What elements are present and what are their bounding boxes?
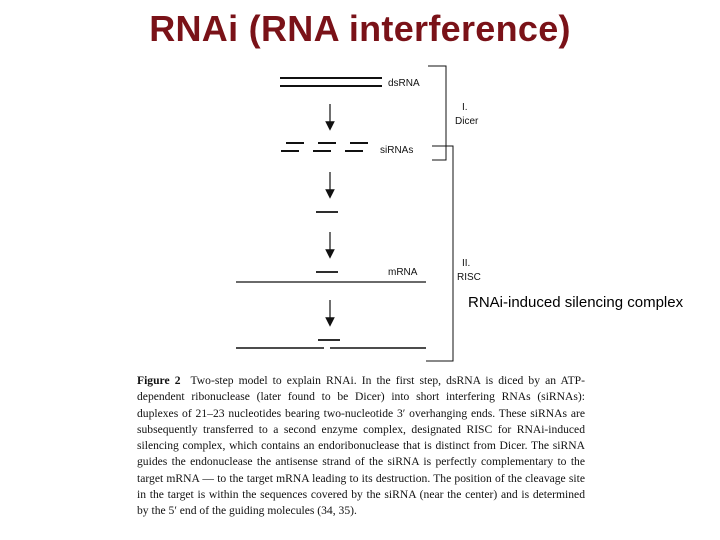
dsrna-label: dsRNA — [388, 78, 420, 89]
mrna-label: mRNA — [388, 267, 418, 278]
caption-text: Two-step model to explain RNAi. In the f… — [137, 374, 585, 518]
dicer-bracket — [428, 65, 447, 161]
risc-annotation: RNAi-induced silencing complex — [468, 294, 684, 311]
risc-bracket — [426, 145, 454, 362]
dsrna-strands — [280, 77, 382, 87]
figure-label: Figure 2 — [137, 374, 181, 387]
sirna-duplexes — [281, 142, 368, 152]
cleaved-mrna — [236, 339, 426, 349]
step1-name: Dicer — [455, 116, 479, 127]
step2-name: RISC — [457, 272, 481, 283]
sirnas-label: siRNAs — [380, 145, 413, 156]
step2-number: II. — [462, 258, 470, 269]
slide-title: RNAi (RNA interference) — [149, 8, 571, 49]
step1-number: I. — [462, 102, 468, 113]
